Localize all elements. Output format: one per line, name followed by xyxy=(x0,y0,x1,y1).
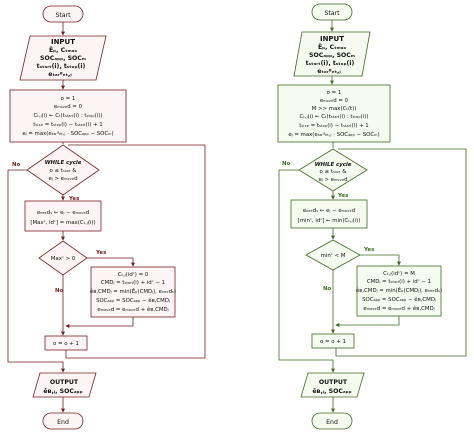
right-no1-label: No xyxy=(282,161,291,167)
right-flowchart xyxy=(277,3,467,430)
left-end-terminal xyxy=(42,412,84,430)
right-output-line: êʙ,ⱼ, SOCₐₚₚ xyxy=(312,387,351,395)
left-end-label: End xyxy=(57,419,69,426)
left-update-line: Cₜ,ⱼ(idᶜ) = 0 xyxy=(118,272,149,278)
left-input-title: INPUT xyxy=(51,38,75,46)
right-init-line: Cₜ,ⱼ(i) ← Cₜ(tₛₜₐᵣₜ(i) : tₛₜₒₚ(i)) xyxy=(300,114,369,120)
left-update-line: SOCₐₚₚ = SOCₐₚₚ − êʙ,CMDⱼ xyxy=(96,297,170,304)
right-update-line: êʙ,CMDⱼ = min(Êₚ(CMDⱼ), eₙₑₑdₛ) xyxy=(356,286,442,294)
left-init-line: o = 1 xyxy=(61,96,76,102)
left-no2-label: No xyxy=(55,288,64,294)
left-output-parallelogram xyxy=(32,372,97,398)
right-update-line: Cₜ,ⱼ(idᶜ) = M xyxy=(383,271,415,277)
left-while-cond: o ≤ tₛᵢₓₑ & xyxy=(50,168,78,174)
left-cond2-label: Maxᶜ > 0 xyxy=(51,256,76,262)
left-start-label: Start xyxy=(55,12,71,19)
left-init-line: Cₜ,ⱼ(i) ← Cₜ(tₛₜₐᵣₜ(i) : tₛₜₒₚ(i)) xyxy=(34,113,103,119)
right-update-line: eₘₒᵥₑd = eₘₒᵥₑd + êʙ,CMDⱼ xyxy=(363,305,434,312)
left-yes2-label: Yes xyxy=(95,250,106,256)
left-input-line: eₜₐᵣᵍₑₜ,ⱼ xyxy=(48,71,72,78)
left-update-box xyxy=(90,266,176,318)
right-update-box xyxy=(356,265,442,317)
right-init-line: M >> max(Cₜ(t)) xyxy=(312,106,357,112)
right-input-parallelogram xyxy=(293,31,371,77)
right-init-line: o = 1 xyxy=(327,90,342,96)
left-init-box xyxy=(9,89,127,143)
right-end-label: End xyxy=(326,419,338,426)
right-input-line: SOCₐₚₚ, SOCₘ xyxy=(309,52,355,59)
right-yes1-label: Yes xyxy=(337,193,348,199)
right-init-line: tₛᵢₓₑ = tₛₜₒₚ(i) − tₛₜₐᵣₜ(i) + 1 xyxy=(299,123,368,129)
left-while-title: WHILE cycle xyxy=(45,160,82,166)
right-while-cond: o ≤ tₛᵢₓₑ & xyxy=(320,169,348,175)
left-input-line: Êₚ, Cₜₘₐₓ xyxy=(49,45,78,54)
right-update-line: CMDⱼ = tₛₜₐᵣₜ(i) + idᶜ − 1 xyxy=(367,279,431,285)
left-init-line: eₘₒᵥₑd = 0 xyxy=(54,104,83,110)
right-needs-line: eₙₑₑdₛ ← eⱼ − eₘₒᵥₑd xyxy=(303,208,355,214)
right-increment-box xyxy=(311,333,355,349)
right-output-title: OUTPUT xyxy=(319,379,348,386)
right-input-line: eₜₐᵣᵍₑₜ,ⱼ xyxy=(317,68,341,75)
right-increment-label: o = o + 1 xyxy=(320,339,346,345)
left-update-line: eₘₒᵥₑd = eₘₒᵥₑd + êʙ,CMDⱼ xyxy=(97,306,168,313)
left-init-line: eⱼ = max(eₜₐᵣᵍₑₜ,ⱼ · SOCₐₚₚ − SOCₘ) xyxy=(22,131,113,137)
right-init-box xyxy=(277,84,391,143)
right-texts: Start INPUT Êₚ, Cₜₘₐₓ SOCₐₚₚ, SOCₘ tₛₜₐᵣ… xyxy=(282,10,442,426)
right-init-line: eⱼ = max(eₜₐᵣᵍₑₜ,ⱼ · SOCₐₚₚ − SOCₘ) xyxy=(288,132,379,138)
left-init-line: tₛᵢₓₑ = tₛₜₒₚ(i) − tₛₜₐᵣₜ(i) + 1 xyxy=(33,122,102,128)
left-input-line: tₛₜₐᵣₜ(i), tₛₜₒₚ(i) xyxy=(37,63,86,70)
left-texts: Start INPUT Êₚ, Cₜₘₐₓ SOCₐₚₚ, SOCₘ tₛₜₐᵣ… xyxy=(12,12,176,426)
left-update-line: CMDⱼ = tₛₜₐᵣₜ(i) + idᶜ − 1 xyxy=(101,280,165,286)
right-needs-line: [minᶜ, idᶜ] ← min(Cₜ,ⱼ(i)) xyxy=(298,218,361,224)
right-update-line: SOCₐₚₚ = SOCₐₚₚ − êʙ,CMDⱼ xyxy=(362,296,436,303)
left-input-parallelogram xyxy=(19,35,107,81)
right-cond2-label: minᶜ < M xyxy=(321,253,346,259)
right-output-parallelogram xyxy=(300,372,365,398)
right-input-title: INPUT xyxy=(320,35,344,43)
left-needs-line: eₙₑₑdₛ ← eⱼ − eₘₒᵥₑd xyxy=(37,210,89,216)
right-start-label: Start xyxy=(324,10,340,17)
right-input-line: tₛₜₐᵣₜ(i), tₛₜₒₚ(i) xyxy=(306,60,355,67)
right-yes2-label: Yes xyxy=(363,247,374,253)
right-while-cond: eⱼ > eₘₒᵥₑd xyxy=(318,177,347,183)
right-while-title: WHILE cycle xyxy=(315,162,352,168)
left-flowchart xyxy=(7,5,206,430)
left-increment-label: o = o + 1 xyxy=(53,341,79,347)
right-end-terminal xyxy=(311,412,353,430)
left-update-line: êʙ,CMDⱼ = min(Êₚ(CMDⱼ), eₙₑₑdₛ) xyxy=(90,287,176,295)
left-input-line: SOCₐₚₚ, SOCₘ xyxy=(40,55,86,62)
right-needs-box xyxy=(290,199,368,229)
right-no2-label: No xyxy=(323,286,332,292)
left-no1-label: No xyxy=(12,162,21,168)
left-needs-line: [Maxᶜ, idᶜ] = max(Cₜ,ⱼ(i)) xyxy=(30,220,95,226)
left-needs-box xyxy=(24,200,102,232)
left-output-title: OUTPUT xyxy=(50,379,79,386)
left-yes1-label: Yes xyxy=(68,196,79,202)
left-output-line: êʙ,ⱼ, SOCₐₚₚ xyxy=(43,387,82,395)
left-while-cond: eⱼ > eₘₒᵥₑd xyxy=(48,176,77,182)
right-init-line: eₘₒᵥₑd = 0 xyxy=(320,98,349,104)
right-input-line: Êₚ, Cₜₘₐₓ xyxy=(318,42,347,51)
